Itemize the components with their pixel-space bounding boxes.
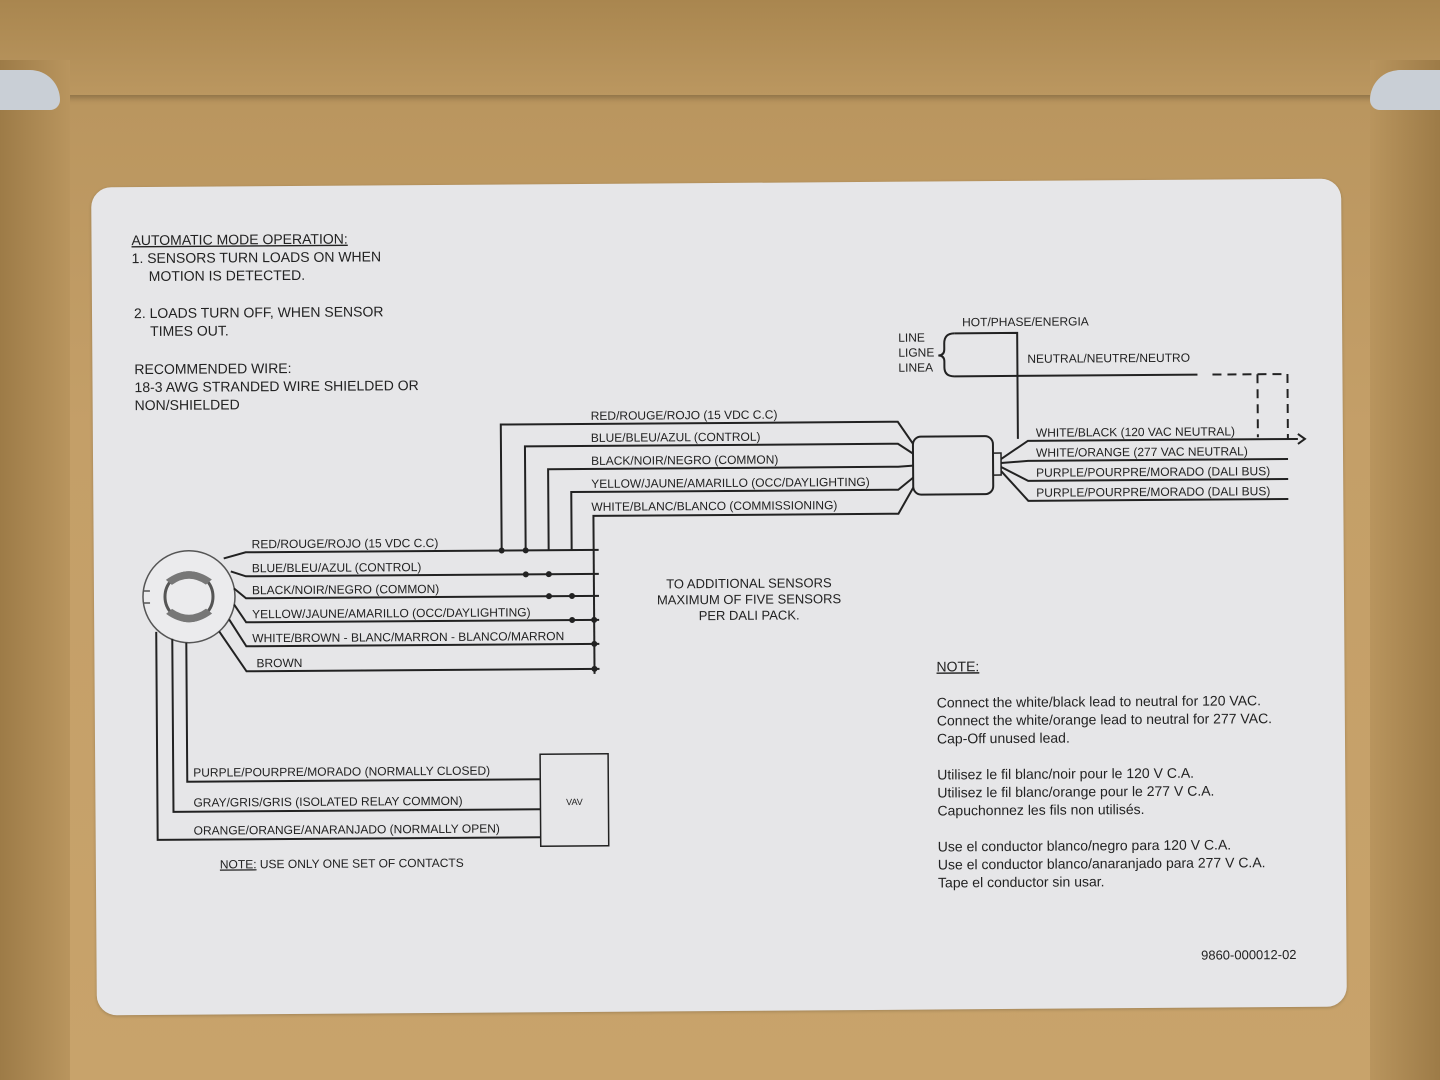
- out-arrow: [1297, 433, 1307, 445]
- additional-sensor-bus: [592, 549, 596, 674]
- note-en2: Connect the white/orange lead to neutral…: [937, 710, 1272, 728]
- additional-line3: PER DALI PACK.: [699, 607, 800, 623]
- junction-red: [498, 547, 505, 554]
- line-brace: [938, 332, 955, 378]
- sensor-vent-top: [165, 571, 212, 585]
- neutral-dashed-1: [1212, 373, 1289, 440]
- bus-wire-white: [592, 487, 915, 550]
- bus-wire-yellow: [570, 476, 914, 551]
- hot-wire: [954, 331, 1019, 439]
- relay-label-gray: GRAY/GRIS/GRIS (ISOLATED RELAY COMMON): [193, 794, 462, 810]
- junction-brown: [591, 665, 598, 672]
- additional-line2: MAXIMUM OF FIVE SENSORS: [657, 591, 842, 607]
- sensor-label-white-brown: WHITE/BROWN - BLANC/MARRON - BLANCO/MARR…: [252, 629, 564, 645]
- sensor-label-black: BLACK/NOIR/NEGRO (COMMON): [252, 582, 439, 597]
- out-label-purple-1: PURPLE/POURPRE/MORADO (DALI BUS): [1036, 464, 1270, 480]
- bus-wire-red: [499, 420, 914, 551]
- part-number: 9860-000012-02: [1201, 947, 1297, 963]
- relay-wire-purple: [185, 642, 541, 783]
- sensor-wire-black: [233, 587, 599, 600]
- sensor-label-brown: BROWN: [256, 656, 302, 670]
- mode-step2-a: 2. LOADS TURN OFF, WHEN SENSOR: [134, 303, 384, 321]
- vav-label: VAV: [566, 797, 583, 807]
- wire-rec-line1: 18-3 AWG STRANDED WIRE SHIELDED OR: [134, 377, 418, 395]
- bus-label-white: WHITE/BLANC/BLANCO (COMMISSIONING): [591, 498, 837, 514]
- foil-corner-left: [0, 70, 60, 110]
- junction-yellow-2: [591, 616, 598, 623]
- wire-rec-heading: RECOMMENDED WIRE:: [134, 360, 291, 377]
- wiring-label: AUTOMATIC MODE OPERATION: 1. SENSORS TUR…: [91, 178, 1347, 1016]
- dali-pack-box: [911, 435, 995, 496]
- sensor-wire-white-brown: [228, 618, 600, 648]
- junction-red-2: [522, 547, 529, 554]
- line-label-es: LINEA: [898, 360, 933, 374]
- neutral-label: NEUTRAL/NEUTRE/NEUTRO: [1027, 351, 1190, 366]
- sensor-label-blue: BLUE/BLEU/AZUL (CONTROL): [252, 560, 422, 575]
- junction-blue: [522, 571, 529, 578]
- bus-wire-blue: [523, 442, 914, 551]
- wiring-diagram: AUTOMATIC MODE OPERATION: 1. SENSORS TUR…: [131, 231, 1307, 963]
- contacts-note-text: USE ONLY ONE SET OF CONTACTS: [256, 856, 463, 871]
- junction-yellow: [569, 617, 576, 624]
- hot-label: HOT/PHASE/ENERGIA: [962, 314, 1089, 329]
- junction-black: [545, 593, 552, 600]
- junction-blue-2: [545, 571, 552, 578]
- note-fr1: Utilisez le fil blanc/noir pour le 120 V…: [937, 765, 1194, 783]
- mode-step1-a: 1. SENSORS TURN LOADS ON WHEN: [132, 248, 382, 266]
- bus-label-red: RED/ROUGE/ROJO (15 VDC C.C): [591, 408, 778, 423]
- note-en3: Cap-Off unused lead.: [937, 730, 1070, 747]
- out-wire-purple-1: [1000, 466, 1289, 482]
- out-label-white-orange: WHITE/ORANGE (277 VAC NEUTRAL): [1036, 444, 1248, 459]
- note-es2: Use el conductor blanco/anaranjado para …: [938, 854, 1266, 872]
- foil-corner-right: [1370, 70, 1440, 110]
- wire-rec-line2: NON/SHIELDED: [135, 396, 240, 413]
- box-right-flap: [1370, 60, 1440, 1080]
- relay-label-purple: PURPLE/POURPRE/MORADO (NORMALLY CLOSED): [193, 764, 490, 780]
- junction-black-2: [568, 593, 575, 600]
- out-wire-white-orange: [1000, 458, 1289, 465]
- note-fr3: Capuchonnez les fils non utilisés.: [937, 801, 1144, 818]
- sensor-wire-brown: [218, 630, 600, 673]
- sensor-wire-yellow: [233, 603, 600, 624]
- bus-wire-black: [547, 464, 914, 551]
- note-es3: Tape el conductor sin usar.: [938, 873, 1105, 890]
- bus-label-blue: BLUE/BLEU/AZUL (CONTROL): [591, 430, 761, 445]
- relay-label-orange: ORANGE/ORANGE/ANARANJADO (NORMALLY OPEN): [194, 822, 500, 838]
- relay-wire-gray: [171, 638, 541, 813]
- note-heading: NOTE:: [936, 658, 979, 674]
- note-en1: Connect the white/black lead to neutral …: [937, 692, 1261, 710]
- out-label-purple-2: PURPLE/POURPRE/MORADO (DALI BUS): [1036, 484, 1270, 500]
- line-label-en: LINE: [898, 331, 925, 345]
- sensor-label-yellow: YELLOW/JAUNE/AMARILLO (OCC/DAYLIGHTING): [252, 605, 531, 621]
- sensor-label-red: RED/ROUGE/ROJO (15 VDC C.C): [252, 536, 439, 551]
- mode-heading: AUTOMATIC MODE OPERATION:: [131, 231, 347, 249]
- out-wire-purple-2: [1000, 470, 1289, 502]
- additional-line1: TO ADDITIONAL SENSORS: [666, 575, 832, 591]
- note-es1: Use el conductor blanco/negro para 120 V…: [938, 836, 1232, 854]
- contacts-note: NOTE: USE ONLY ONE SET OF CONTACTS: [220, 856, 464, 872]
- bus-label-black: BLACK/NOIR/NEGRO (COMMON): [591, 453, 778, 468]
- vav-box: [539, 753, 610, 848]
- mode-step2-b: TIMES OUT.: [150, 322, 229, 339]
- sensor-body: [142, 549, 236, 644]
- bus-label-yellow: YELLOW/JAUNE/AMARILLO (OCC/DAYLIGHTING): [591, 475, 870, 491]
- neutral-wire: [954, 373, 1198, 378]
- mode-step1-b: MOTION IS DETECTED.: [149, 267, 305, 284]
- junction-white: [591, 640, 598, 647]
- relay-wire-orange: [155, 631, 541, 841]
- note-fr2: Utilisez le fil blanc/orange pour le 277…: [937, 783, 1214, 801]
- box-top-flap: [0, 0, 1440, 95]
- sensor-wire-blue: [230, 570, 599, 578]
- dali-pack-connector: [992, 452, 1002, 476]
- box-left-flap: [0, 60, 70, 1080]
- line-label-fr: LIGNE: [898, 345, 934, 359]
- contacts-note-prefix: NOTE:: [220, 857, 257, 871]
- out-wire-white-black: [1000, 437, 1298, 460]
- sensor-vent-bottom: [166, 608, 213, 623]
- out-label-white-black: WHITE/BLACK (120 VAC NEUTRAL): [1036, 424, 1235, 439]
- sensor-wire-red: [223, 548, 599, 560]
